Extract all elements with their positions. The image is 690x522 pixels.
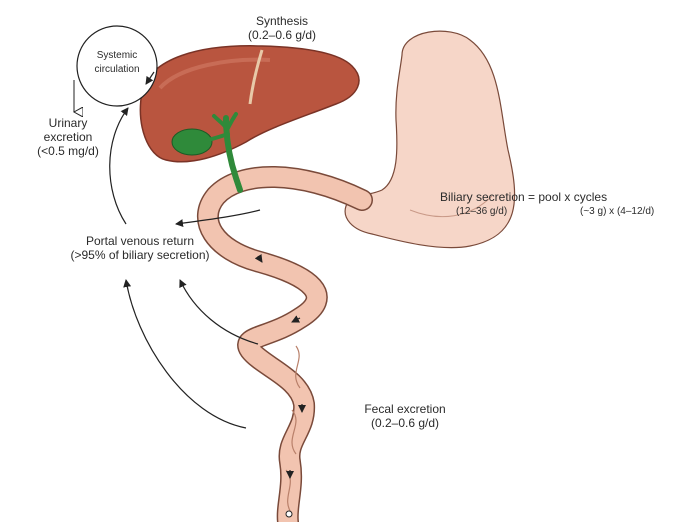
systemic-circulation-line2: circulation <box>85 64 149 76</box>
urinary-excretion-line2: excretion <box>28 130 108 144</box>
portal-venous-return: Portal venous return <box>40 234 240 248</box>
synthesis-rate: (0.2–0.6 g/d) <box>236 28 328 42</box>
fecal-excretion-rate: (0.2–0.6 g/d) <box>350 416 460 430</box>
portal-venous-return-percent: (>95% of biliary secretion) <box>40 248 240 262</box>
biliary-secretion-equation: Biliary secretion = pool x cycles <box>440 190 607 204</box>
systemic-circulation-line1: Systemic <box>85 50 149 62</box>
biliary-secretion-rate: (12–36 g/d) <box>456 206 507 218</box>
arrow-portal-to-liver <box>110 108 128 224</box>
urinary-excretion-line1: Urinary <box>28 116 108 130</box>
pool-times-cycles: (~3 g) x (4–12/d) <box>580 206 654 218</box>
urinary-excretion-rate: (<0.5 mg/d) <box>22 144 114 158</box>
fecal-exit <box>286 511 292 517</box>
arrow-colon-to-portal-2 <box>126 280 246 428</box>
synthesis-title: Synthesis <box>250 14 314 28</box>
fecal-excretion-title: Fecal excretion <box>350 402 460 416</box>
gallbladder <box>172 129 212 155</box>
